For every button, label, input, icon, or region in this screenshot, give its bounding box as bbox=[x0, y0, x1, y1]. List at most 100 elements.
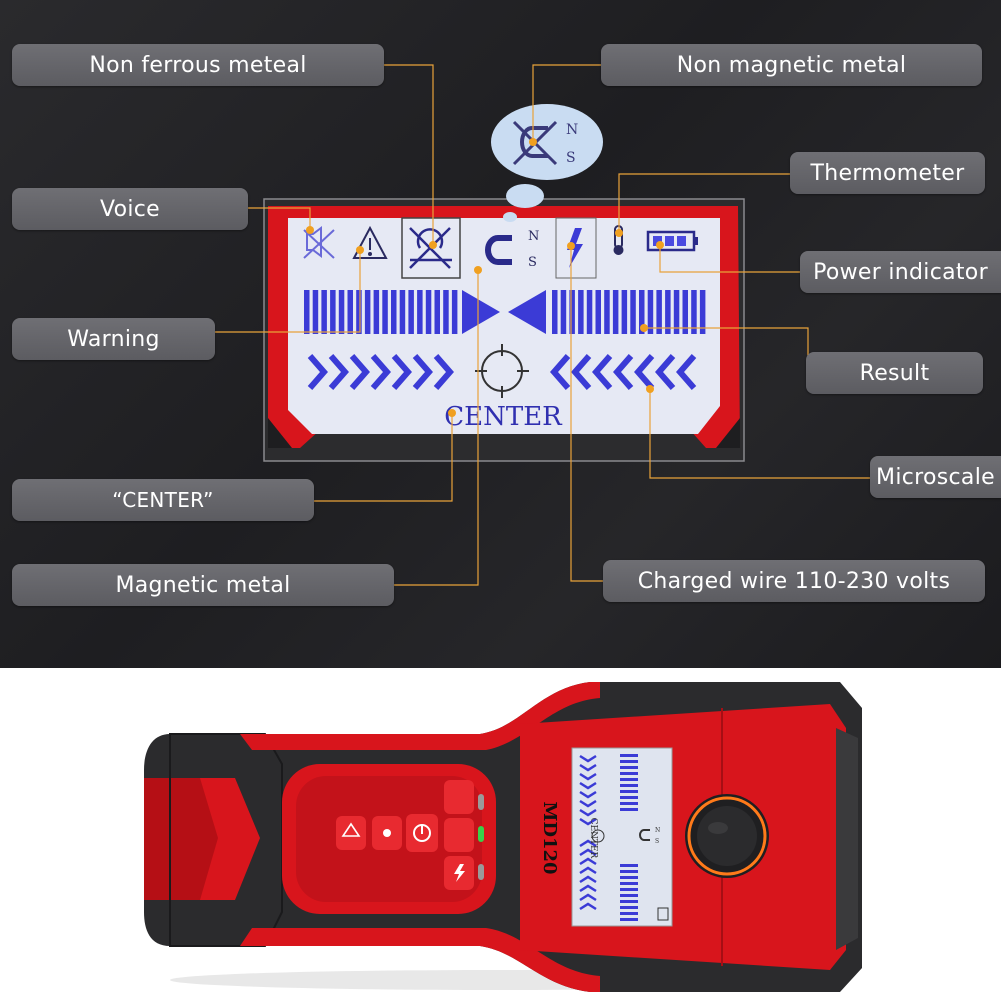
result-bar bbox=[451, 290, 458, 334]
bubble-north-label: N bbox=[566, 122, 578, 138]
live-wire-icon bbox=[567, 228, 583, 268]
result-bar bbox=[682, 290, 688, 334]
live-wire-icon-box bbox=[555, 217, 597, 279]
non-magnetic-bubble bbox=[491, 104, 603, 180]
result-bar bbox=[382, 290, 388, 334]
mode-button-middle bbox=[444, 818, 474, 852]
mini-lcd-center-text: CENTER bbox=[588, 818, 598, 859]
result-bar bbox=[578, 290, 584, 334]
result-bar bbox=[630, 290, 636, 334]
leader-warning bbox=[214, 250, 361, 333]
result-bar bbox=[595, 290, 601, 334]
result-bar bbox=[604, 290, 610, 334]
result-bar bbox=[347, 290, 353, 334]
result-bar bbox=[330, 290, 336, 334]
bubble-tail-small bbox=[503, 212, 517, 222]
microscale-chevron bbox=[433, 354, 454, 390]
lcd-legend-panel: N S bbox=[0, 0, 1001, 668]
microscale-chevrons-right bbox=[550, 354, 697, 390]
microscale-chevron bbox=[592, 354, 613, 390]
voice-button bbox=[336, 816, 366, 850]
label-voice: Voice bbox=[12, 188, 248, 230]
result-bar bbox=[391, 290, 397, 334]
device-illustration: MD120 CENTER N S bbox=[144, 682, 862, 992]
label-warning: Warning bbox=[12, 318, 215, 360]
microscale-chevron bbox=[655, 354, 676, 390]
microscale-chevrons-left bbox=[307, 354, 454, 390]
microscale-chevron bbox=[328, 354, 349, 390]
leader-non-ferrous bbox=[368, 64, 434, 245]
result-bar bbox=[612, 290, 619, 334]
result-bar bbox=[373, 290, 380, 334]
leader-center bbox=[312, 413, 453, 502]
result-bar bbox=[356, 290, 362, 334]
result-bar bbox=[586, 290, 593, 334]
svg-text:S: S bbox=[655, 838, 659, 845]
label-power-indicator: Power indicator bbox=[800, 251, 1001, 293]
leader-microscale bbox=[649, 389, 870, 479]
result-bar bbox=[647, 290, 654, 334]
buttons-row bbox=[336, 780, 474, 890]
result-bar bbox=[639, 290, 645, 334]
bubble-tail-large bbox=[506, 184, 544, 208]
result-bar bbox=[569, 290, 575, 334]
label-result: Result bbox=[806, 352, 983, 394]
indicator-light-green bbox=[478, 826, 484, 842]
voice-muted-icon bbox=[303, 226, 335, 259]
device-head-red bbox=[520, 704, 846, 970]
leader-non-magnetic bbox=[532, 64, 601, 142]
microscale-chevron bbox=[571, 354, 592, 390]
microscale-chevron bbox=[550, 354, 571, 390]
result-bar bbox=[417, 290, 423, 334]
result-bar bbox=[434, 290, 440, 334]
warning-icon bbox=[352, 225, 388, 259]
result-bars-right bbox=[552, 290, 706, 334]
indicator-light-bottom bbox=[478, 864, 484, 880]
result-bar bbox=[699, 290, 706, 334]
result-bar bbox=[425, 290, 432, 334]
result-bar bbox=[673, 290, 680, 334]
mode-button-top bbox=[444, 780, 474, 814]
result-bar bbox=[312, 290, 319, 334]
leader-dots bbox=[306, 61, 664, 417]
center-crosshair-icon bbox=[475, 344, 529, 398]
label-non-magnetic-metal: Non magnetic metal bbox=[601, 44, 982, 86]
leader-voice bbox=[246, 207, 311, 230]
microscale-chevron bbox=[412, 354, 433, 390]
result-arrow-right bbox=[508, 290, 546, 334]
magnetic-metal-icon: N S bbox=[485, 229, 539, 270]
microscale-chevron bbox=[634, 354, 655, 390]
result-bar bbox=[691, 290, 697, 334]
label-magnetic-metal: Magnetic metal bbox=[12, 564, 394, 606]
leader-thermometer bbox=[618, 173, 790, 233]
non-ferrous-icon-box bbox=[401, 217, 461, 279]
lcd-south-label: S bbox=[528, 255, 537, 270]
result-arrow-left bbox=[462, 290, 500, 334]
result-bars-left bbox=[304, 290, 458, 334]
label-non-ferrous-metal: Non ferrous meteal bbox=[12, 44, 384, 86]
result-bar bbox=[321, 290, 327, 334]
leader-magnetic bbox=[392, 270, 479, 586]
label-center: “CENTER” bbox=[12, 479, 314, 521]
result-bar bbox=[399, 290, 406, 334]
result-bar bbox=[665, 290, 671, 334]
microscale-chevron bbox=[349, 354, 370, 390]
result-bar bbox=[656, 290, 662, 334]
microscale-chevron bbox=[307, 354, 328, 390]
device-photo: MD120 CENTER N S bbox=[0, 668, 1001, 1001]
lcd-screen bbox=[288, 218, 720, 434]
result-bar bbox=[338, 290, 345, 334]
microscale-chevron bbox=[613, 354, 634, 390]
result-bar bbox=[304, 290, 310, 334]
label-charged-wire: Charged wire 110-230 volts bbox=[603, 560, 985, 602]
result-bar bbox=[443, 290, 449, 334]
lcd-center-text: CENTER bbox=[444, 402, 563, 432]
result-bar bbox=[560, 290, 567, 334]
leader-charged-wire bbox=[570, 246, 603, 582]
device-model-label: MD120 bbox=[539, 801, 560, 874]
lcd-north-label: N bbox=[528, 229, 539, 244]
result-bar bbox=[364, 290, 371, 334]
lcd-illustration: N S bbox=[214, 61, 870, 586]
indicator-light-top bbox=[478, 794, 484, 810]
